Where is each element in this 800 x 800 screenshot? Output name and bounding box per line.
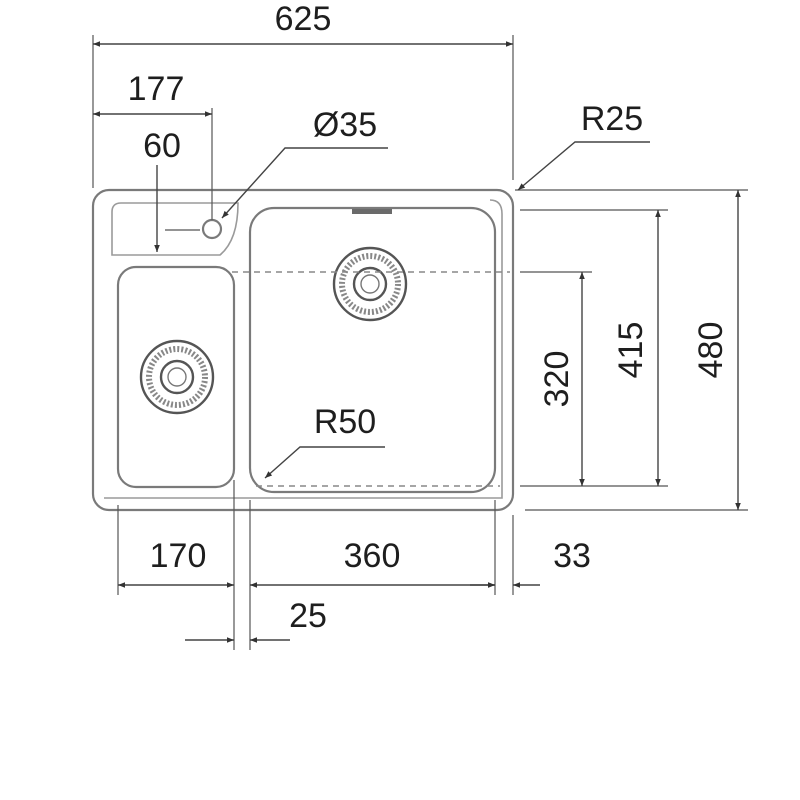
label-small-bowl-width: 170 — [150, 537, 207, 575]
leader-bowl-radius — [264, 446, 385, 479]
sink-outline — [91, 188, 515, 512]
tap-hole-icon — [201, 218, 223, 240]
label-tap-offset: 177 — [128, 70, 185, 108]
large-bowl — [248, 206, 497, 494]
leader-tap-diameter — [221, 147, 388, 219]
label-large-bowl-width: 360 — [344, 537, 401, 575]
inner-rim-line — [104, 199, 503, 499]
label-bowl-depth: 320 — [538, 351, 576, 408]
label-bowl-gap: 25 — [289, 597, 327, 635]
label-bowl-length: 415 — [612, 322, 650, 379]
outer-rim — [91, 188, 515, 512]
leader-outer-radius — [517, 141, 650, 191]
small-drain-icon — [139, 339, 215, 415]
extension-lines — [92, 35, 748, 650]
dimension-lines — [93, 41, 741, 643]
label-drainer-edge: 60 — [143, 127, 181, 165]
label-rim-right: 33 — [553, 537, 591, 575]
large-drain-icon — [332, 246, 408, 322]
overflow-slot — [352, 209, 392, 214]
label-overall-width: 625 — [275, 0, 332, 38]
small-bowl — [116, 265, 236, 489]
label-overall-length: 480 — [692, 322, 730, 379]
dimension-labels: 625 177 60 Ø35 R25 R50 170 360 33 25 320… — [128, 0, 730, 635]
label-bowl-radius: R50 — [314, 403, 376, 441]
label-outer-radius: R25 — [581, 100, 643, 138]
label-tap-diameter: Ø35 — [313, 106, 377, 144]
drainer-shelf — [111, 202, 239, 256]
